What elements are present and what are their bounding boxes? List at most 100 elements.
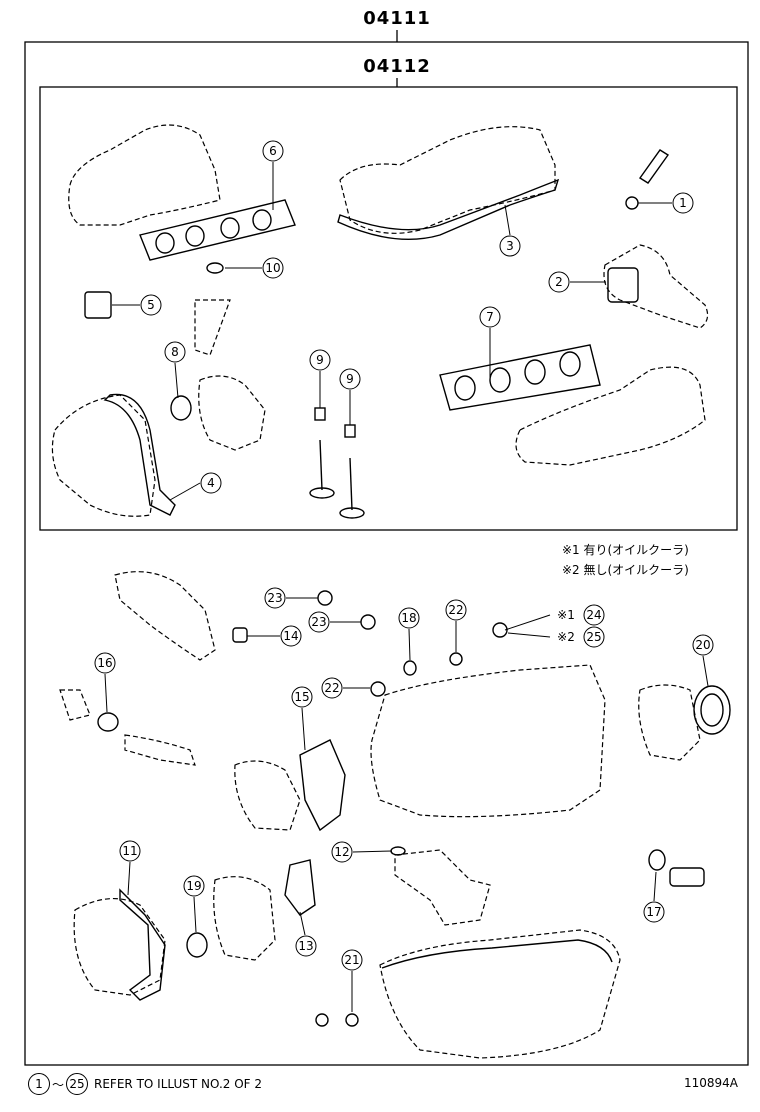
svg-text:8: 8 (171, 345, 179, 359)
callout-10: 10 (262, 257, 284, 279)
svg-text:2: 2 (555, 275, 563, 289)
svg-text:7: 7 (486, 310, 494, 324)
oil-pan-sketch (379, 929, 621, 1059)
rear-retainer-sketch (638, 684, 701, 761)
callout-22b: 22 (445, 599, 467, 621)
water-pump-gasket (299, 739, 346, 832)
callout-4: 4 (200, 472, 222, 494)
range-start-circle: 1 (28, 1073, 50, 1095)
note-without-oil-cooler: ※2 無し(オイルクーラ) (562, 563, 689, 577)
svg-text:22: 22 (448, 603, 463, 617)
drain-plug-sketch (669, 867, 705, 887)
exhaust-manifold-lower-sketch (515, 366, 706, 466)
exhaust-manifold-gasket (139, 199, 296, 261)
callout-13: 13 (295, 935, 317, 957)
callout-19: 19 (183, 875, 205, 897)
outer-kit-code: 04111 (363, 8, 431, 29)
callout-9b: 9 (339, 368, 361, 390)
svg-text:11: 11 (122, 844, 137, 858)
svg-text:19: 19 (186, 879, 201, 893)
o-ring-18 (403, 660, 417, 676)
svg-text:10: 10 (265, 261, 280, 275)
glow-plug-sketch (638, 149, 670, 184)
oil-cooler-notes: ※1 有り(オイルクーラ) ※2 無し(オイルクーラ) (562, 540, 689, 580)
rear-oil-seal (693, 685, 731, 735)
range-separator: ～ (52, 1077, 65, 1092)
svg-text:23: 23 (311, 615, 326, 629)
callout-16: 16 (94, 652, 116, 674)
water-pipe-sketch (194, 299, 231, 356)
seal-16 (97, 712, 119, 732)
callout-25: 25 (583, 626, 605, 648)
pump-cover-gasket (284, 859, 316, 916)
callout-18: 18 (398, 607, 420, 629)
note-with-oil-cooler: ※1 有り(オイルクーラ) (562, 543, 689, 557)
footer-reference: 1 ～ 25 REFER TO ILLUST NO.2 OF 2 (28, 1073, 262, 1095)
callout-15: 15 (291, 686, 313, 708)
outer-kit-frame (24, 41, 749, 1066)
svg-text:17: 17 (646, 905, 661, 919)
callout-11: 11 (119, 840, 141, 862)
svg-text:24: 24 (586, 608, 601, 622)
callout-21: 21 (341, 949, 363, 971)
svg-text:22: 22 (324, 681, 339, 695)
svg-text:25: 25 (586, 630, 601, 644)
flange-gasket (84, 291, 112, 319)
note-mark-2: ※2 (557, 630, 575, 644)
head-cover-gasket (337, 178, 560, 240)
plug-seal-1 (625, 196, 639, 210)
strainer-gasket (390, 846, 406, 856)
svg-text:23: 23 (267, 591, 282, 605)
pump-housing-sketch (198, 375, 266, 451)
inner-kit-frame (39, 86, 738, 531)
range-end-circle: 25 (66, 1073, 89, 1095)
callout-9a: 9 (309, 349, 331, 371)
oil-pump-plate-sketch (234, 760, 301, 831)
lower-timing-cover-sketch (73, 897, 166, 996)
callout-3: 3 (499, 235, 521, 257)
valve-stem-seal (314, 407, 326, 421)
intake-elbow-sketch (603, 244, 709, 329)
callout-24: 24 (583, 604, 605, 626)
callout-6: 6 (262, 140, 284, 162)
callout-12: 12 (331, 841, 353, 863)
callout-23b: 23 (308, 611, 330, 633)
oil-strainer-sketch (394, 849, 491, 926)
svg-text:21: 21 (344, 953, 359, 967)
intake-manifold-gasket (439, 344, 601, 411)
callout-8: 8 (164, 341, 186, 363)
svg-text:12: 12 (334, 845, 349, 859)
cylinder-head-cover-sketch (339, 126, 556, 234)
inner-kit-code: 04112 (363, 56, 431, 77)
svg-text:20: 20 (695, 638, 710, 652)
lower-timing-gasket (119, 888, 166, 1001)
callout-17: 17 (643, 901, 665, 923)
svg-text:4: 4 (207, 476, 215, 490)
callout-14: 14 (280, 625, 302, 647)
callout-2: 2 (548, 271, 570, 293)
svg-text:16: 16 (97, 656, 112, 670)
svg-text:1: 1 (679, 196, 687, 210)
svg-text:9: 9 (316, 353, 324, 367)
svg-text:18: 18 (401, 611, 416, 625)
svg-text:6: 6 (269, 144, 277, 158)
svg-text:15: 15 (294, 690, 309, 704)
callout-20: 20 (692, 634, 714, 656)
grommet-10 (206, 262, 224, 274)
callout-23a: 23 (264, 587, 286, 609)
callout-1: 1 (672, 192, 694, 214)
hose-joint (232, 627, 248, 643)
intake-pipe-sketch (114, 571, 216, 661)
callout-5: 5 (140, 294, 162, 316)
front-oil-seal (186, 932, 208, 958)
svg-text:9: 9 (346, 372, 354, 386)
timing-cover-gasket (103, 393, 176, 516)
svg-text:14: 14 (283, 629, 298, 643)
exhaust-manifold-upper-sketch (68, 124, 221, 226)
svg-text:5: 5 (147, 298, 155, 312)
cylinder-block-sketch (370, 664, 606, 818)
note-mark-1: ※1 (557, 608, 575, 622)
timing-cover-sketch (51, 394, 156, 517)
front-plate-sketch (213, 876, 276, 961)
